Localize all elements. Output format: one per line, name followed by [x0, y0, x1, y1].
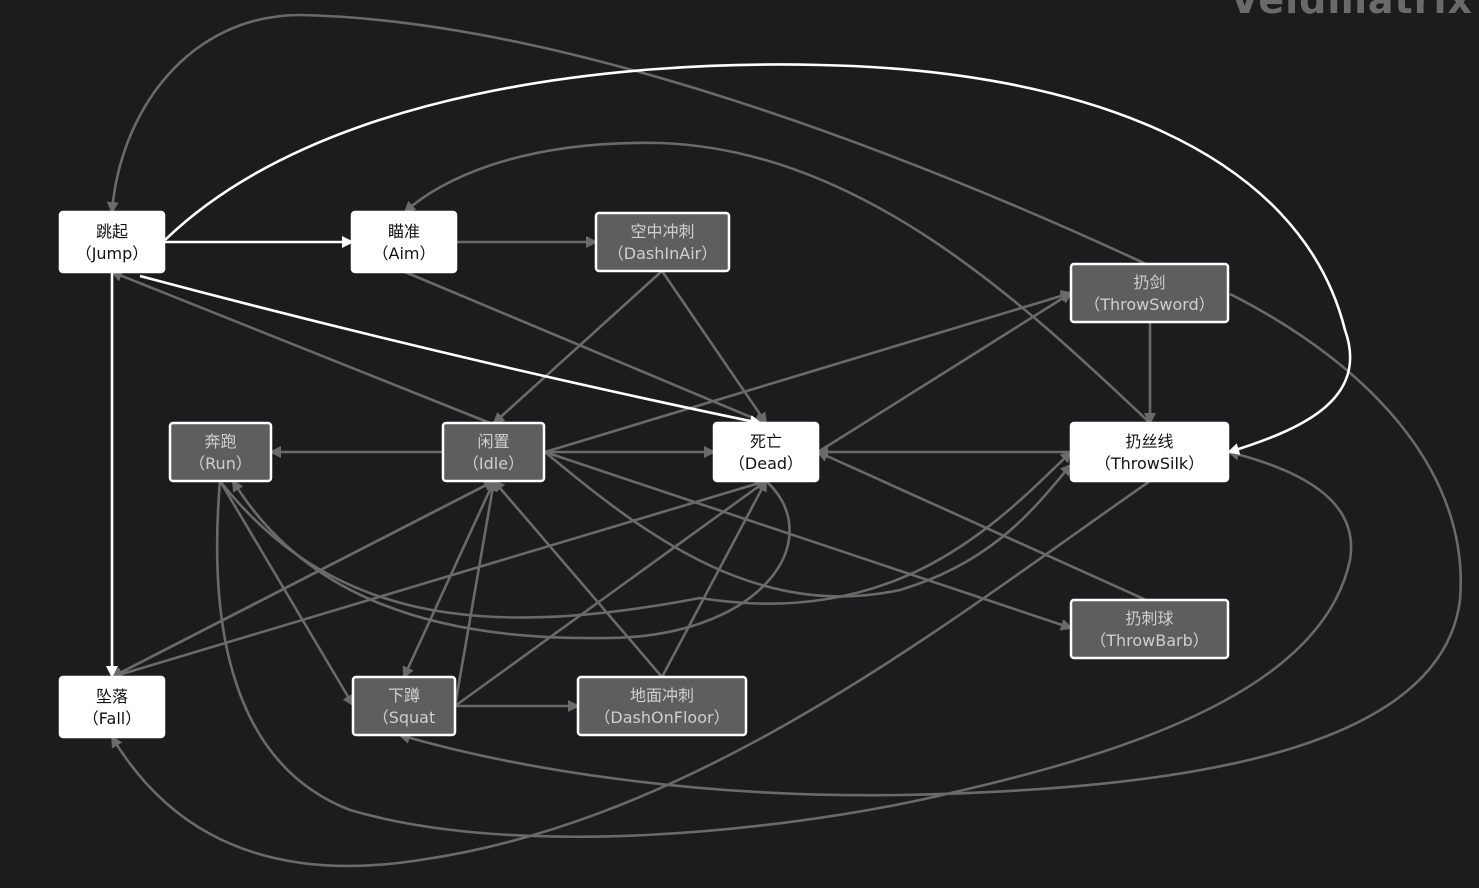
state-node-idle[interactable]: 闲置 （Idle） — [441, 421, 546, 483]
state-node-throwsword[interactable]: 扔剑 （ThrowSword） — [1069, 262, 1230, 324]
state-node-name: 奔跑 — [204, 432, 236, 451]
state-node-name: 扔刺球 — [1125, 609, 1173, 628]
state-node-box — [351, 675, 457, 737]
edge-idle-to-jump — [110, 270, 491, 425]
edge-dashinair-to-dead — [660, 270, 768, 425]
state-node-box — [1069, 262, 1230, 324]
state-node-squat[interactable]: 下蹲 （Squat — [351, 675, 457, 737]
state-node-dead[interactable]: 死亡 （Dead） — [712, 421, 820, 483]
state-node-dashinair[interactable]: 空中冲刺 （DashInAir） — [594, 211, 731, 273]
state-node-jump[interactable]: 跳起 （Jump） — [58, 210, 166, 274]
edge-idle-to-throwsilk — [544, 451, 1073, 598]
state-node-english: （ThrowSword） — [1084, 295, 1215, 314]
edge-throwbarb-to-dead — [816, 450, 1147, 602]
edges-layer — [106, 13, 1463, 868]
edge-dashonfloor-to-dead — [660, 479, 768, 678]
state-node-name: 跳起 — [96, 222, 128, 241]
state-node-box — [350, 210, 458, 274]
edge-run-to-squat — [218, 480, 355, 707]
edge-run-to-throwsilk — [218, 450, 1073, 619]
state-node-box — [1069, 598, 1230, 660]
edge-throwsilk-to-fall — [110, 479, 1151, 868]
state-node-english: （Dead） — [729, 454, 803, 473]
edge-throwsword-to-squat — [398, 292, 1463, 797]
state-node-box — [168, 421, 273, 483]
watermark-text: Veldmatrix — [1229, 0, 1473, 22]
state-node-english: （ThrowSilk） — [1095, 454, 1204, 473]
state-node-name: 下蹲 — [388, 686, 420, 705]
state-node-english: （Squat — [373, 708, 436, 727]
state-node-english: （DashInAir） — [608, 244, 717, 263]
edge-squat-to-idle — [453, 479, 499, 707]
state-node-english: （DashOnFloor） — [594, 708, 729, 727]
state-node-name: 空中冲刺 — [630, 222, 694, 241]
state-node-box — [1069, 421, 1230, 483]
state-node-name: 扔剑 — [1133, 273, 1165, 292]
state-node-english: （Fall） — [83, 709, 141, 728]
state-node-box — [594, 211, 731, 273]
edge-fall-to-idle — [111, 479, 496, 679]
edge-idle-to-throwsword — [544, 290, 1073, 454]
edge-dashonfloor-to-idle — [492, 479, 663, 678]
state-node-throwsilk[interactable]: 扔丝线 （ThrowSilk） — [1069, 421, 1230, 483]
state-node-aim[interactable]: 瞄准 （Aim） — [350, 210, 458, 274]
edge-run-to-dead — [215, 448, 1353, 839]
state-node-name: 地面冲刺 — [630, 686, 694, 705]
state-node-run[interactable]: 奔跑 （Run） — [168, 421, 273, 483]
edge-dashinair-to-idle — [492, 270, 663, 425]
state-node-fall[interactable]: 坠落 （Fall） — [58, 675, 166, 739]
edge-throwsilk-to-aim — [403, 141, 1151, 424]
edge-idle-to-squat — [402, 480, 496, 679]
state-node-english: （Idle） — [463, 454, 524, 473]
state-node-box — [712, 421, 820, 483]
state-node-name: 死亡 — [750, 432, 782, 451]
edge-dead-to-throwsword — [817, 291, 1073, 454]
state-node-name: 扔丝线 — [1125, 432, 1173, 451]
nodes-layer: 跳起 （Jump） 瞄准 （Aim） 空中冲刺 （DashInAir） 扔剑 （ThrowSw… — [58, 210, 1230, 739]
edge-jump-to-dead — [139, 274, 762, 427]
state-node-box — [441, 421, 546, 483]
state-node-name: 闲置 — [477, 432, 509, 451]
state-node-english: （ThrowBarb） — [1090, 631, 1209, 650]
edge-dead-to-idle — [231, 479, 791, 640]
state-node-box — [576, 675, 748, 737]
state-node-english: （Aim） — [373, 244, 436, 263]
edge-throwsword-to-jump — [106, 13, 1147, 266]
state-node-box — [58, 675, 166, 739]
edge-aim-to-dead — [404, 270, 767, 425]
edge-jump-to-throwsilk — [164, 63, 1352, 455]
edge-squat-to-dead — [454, 479, 768, 708]
state-node-english: （Run） — [189, 454, 252, 473]
edge-dead-to-fall — [110, 479, 767, 680]
state-node-english: （Jump） — [76, 244, 149, 263]
state-node-box — [58, 210, 166, 274]
state-node-dashonfloor[interactable]: 地面冲刺 （DashOnFloor） — [576, 675, 748, 737]
state-node-throwbarb[interactable]: 扔刺球 （ThrowBarb） — [1069, 598, 1230, 660]
state-node-name: 坠落 — [96, 687, 128, 706]
state-node-name: 瞄准 — [388, 222, 420, 241]
